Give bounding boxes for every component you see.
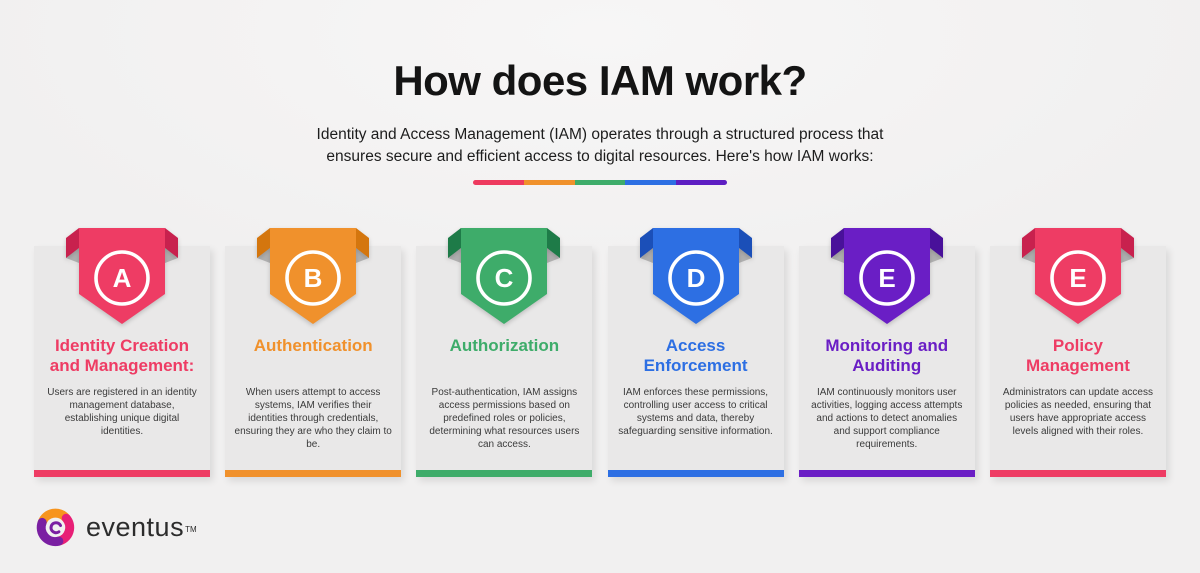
ribbon-banner-icon: E [1021,228,1134,324]
card-accent-bar [225,470,402,477]
card-accent-bar [798,470,975,477]
card-monitoring-auditing: E Monitoring and Auditing IAM continuous… [798,228,975,477]
step-letter: E [1069,263,1086,293]
subtitle-line-1: Identity and Access Management (IAM) ope… [316,126,884,143]
ribbon-banner-icon: D [639,228,752,324]
ribbon-banner-icon: C [448,228,561,324]
ribbon-banner-icon: E [830,228,943,324]
step-description: Users are registered in an identity mana… [47,387,197,437]
divider-segment-purple [676,180,727,185]
trademark-symbol: TM [185,524,197,534]
card-identity-creation: A Identity Creation and Management: User… [34,228,210,477]
step-letter: C [495,263,514,293]
step-description: Administrators can update access policie… [1002,387,1153,437]
card-accent-bar [989,470,1166,477]
divider-segment-green [574,180,626,185]
card-accent-bar [607,470,784,477]
card-accent-bar [34,470,210,477]
infographic-header: How does IAM work? Identity and Access M… [0,57,1200,185]
iam-steps-row: A Identity Creation and Management: User… [34,228,1166,477]
step-letter: A [113,263,132,293]
eventus-logo-icon [36,508,75,547]
page-title: How does IAM work? [393,57,807,104]
step-title: Authentication [253,336,373,355]
step-title: Access Enforcement [643,336,748,375]
step-letter: B [304,263,323,293]
ribbon-banner-icon: A [66,228,178,324]
eventus-logo-text: eventus [86,511,185,542]
step-description: IAM continuously monitors user activitie… [811,387,963,450]
step-title: Identity Creation and Management: [49,336,195,375]
step-title: Monitoring and Auditing [825,336,949,375]
page-subtitle: Identity and Access Management (IAM) ope… [0,124,1200,168]
subtitle-line-2: ensures secure and efficient access to d… [326,148,874,165]
divider-segment-orange [523,180,575,185]
card-accent-bar [416,470,593,477]
card-authentication: B Authentication When users attempt to a… [225,228,402,477]
step-letter: D [686,263,705,293]
step-letter: E [878,263,895,293]
divider-segment-pink [473,180,524,185]
card-authorization: C Authorization Post-authentication, IAM… [416,228,593,477]
divider-segment-blue [625,180,677,185]
step-description: When users attempt to access systems, IA… [234,387,392,450]
eventus-logo: eventus TM [33,504,197,550]
step-description: Post-authentication, IAM assigns access … [429,387,580,450]
step-title: Policy Management [1025,336,1130,375]
step-description: IAM enforces these permissions, controll… [618,387,773,437]
ribbon-banner-icon: B [257,228,370,324]
multicolor-divider [473,180,727,185]
card-policy-management: E Policy Management Administrators can u… [989,228,1166,477]
card-access-enforcement: D Access Enforcement IAM enforces these … [607,228,784,477]
step-title: Authorization [449,336,560,355]
